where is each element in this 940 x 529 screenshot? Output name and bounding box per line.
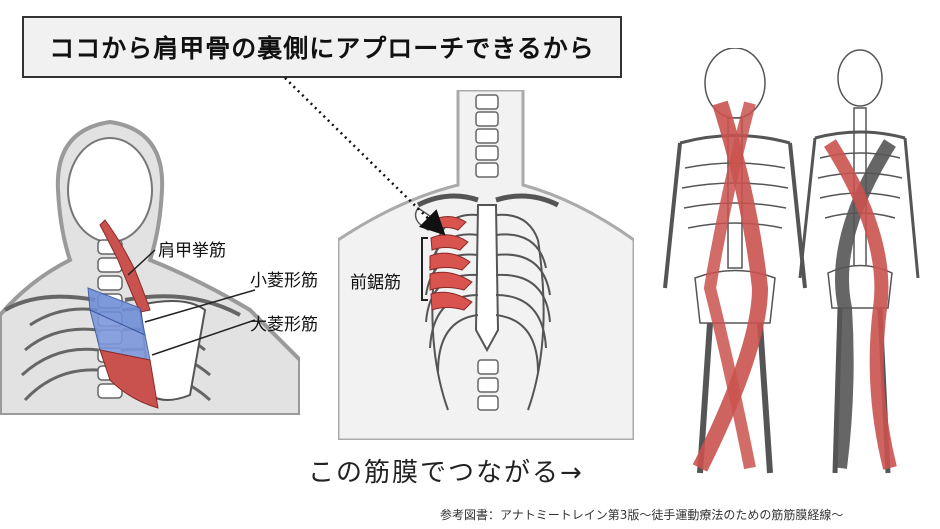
front-ribcage-illustration [338, 90, 634, 440]
spiral-band-front-red [824, 139, 897, 470]
title-banner: ココから肩甲骨の裏側にアプローチできるから [22, 16, 622, 78]
reference-citation: 参考図書：アナトミートレイン第3版〜徒手運動療法のための筋筋膜経線〜 [440, 508, 844, 522]
spiral-line-illustration [663, 48, 920, 474]
rhomboid-major-red-portion [99, 349, 159, 409]
lumbar-spine [477, 359, 499, 411]
left-shoulder-bone [4, 294, 96, 312]
label-levator-scapulae: 肩甲挙筋 [158, 241, 226, 261]
serratus-bracket [421, 237, 428, 301]
rhomboid-major-callout-line [151, 319, 256, 356]
label-rhomboid-major: 大菱形筋 [250, 315, 318, 335]
sternum [474, 204, 500, 353]
label-rhomboid-minor: 小菱形筋 [250, 271, 318, 291]
label-serratus-anterior: 前鋸筋 [350, 273, 401, 293]
rhomboid-minor-callout-line [144, 289, 256, 323]
serratus-anterior-muscle [429, 216, 473, 311]
levator-callout-line [127, 249, 156, 276]
right-clavicle [495, 193, 560, 208]
cervical-spine [475, 94, 499, 178]
scapula [138, 300, 207, 401]
back-anatomy-illustration [0, 110, 300, 415]
spiral-band-back-2 [703, 101, 756, 470]
connection-caption: この筋膜でつながる→ [308, 458, 584, 488]
left-clavicle [416, 193, 479, 208]
ribs [425, 213, 551, 411]
